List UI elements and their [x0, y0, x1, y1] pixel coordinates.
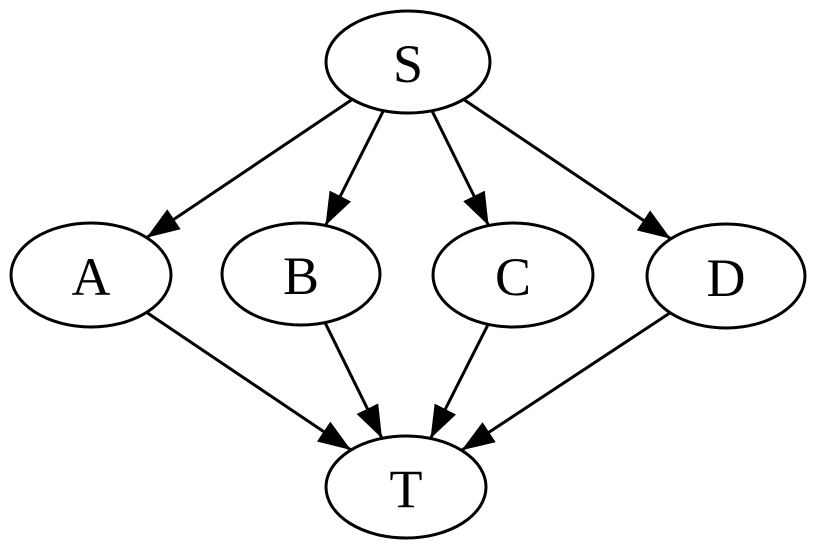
- node-label-D: D: [707, 248, 746, 308]
- node-ellipse-S: [324, 9, 492, 115]
- edge-S-C: [430, 110, 490, 227]
- node-label-A: A: [72, 247, 111, 307]
- edge-B-T: [323, 321, 384, 439]
- node-B: B: [220, 221, 382, 327]
- node-label-B: B: [283, 246, 319, 306]
- edge-A-T: [145, 311, 352, 452]
- edge-C-T: [429, 323, 490, 440]
- node-label-S: S: [393, 34, 423, 94]
- edge-D-T: [460, 311, 672, 452]
- node-C: C: [431, 221, 595, 329]
- node-T: T: [324, 434, 488, 540]
- node-label-T: T: [390, 459, 423, 519]
- node-ellipse-D: [645, 222, 807, 330]
- node-S: S: [324, 9, 492, 115]
- node-ellipse-C: [431, 221, 595, 329]
- node-A: A: [9, 221, 173, 329]
- node-D: D: [645, 222, 807, 330]
- edge-S-A: [145, 98, 354, 239]
- nodes-layer: S A B C D T: [9, 9, 807, 540]
- edge-S-D: [462, 98, 672, 241]
- edge-S-B: [324, 110, 385, 227]
- node-ellipse-T: [324, 434, 488, 540]
- edges-layer: [145, 98, 672, 452]
- node-ellipse-A: [9, 221, 173, 329]
- node-label-C: C: [495, 247, 531, 307]
- node-ellipse-B: [220, 221, 382, 327]
